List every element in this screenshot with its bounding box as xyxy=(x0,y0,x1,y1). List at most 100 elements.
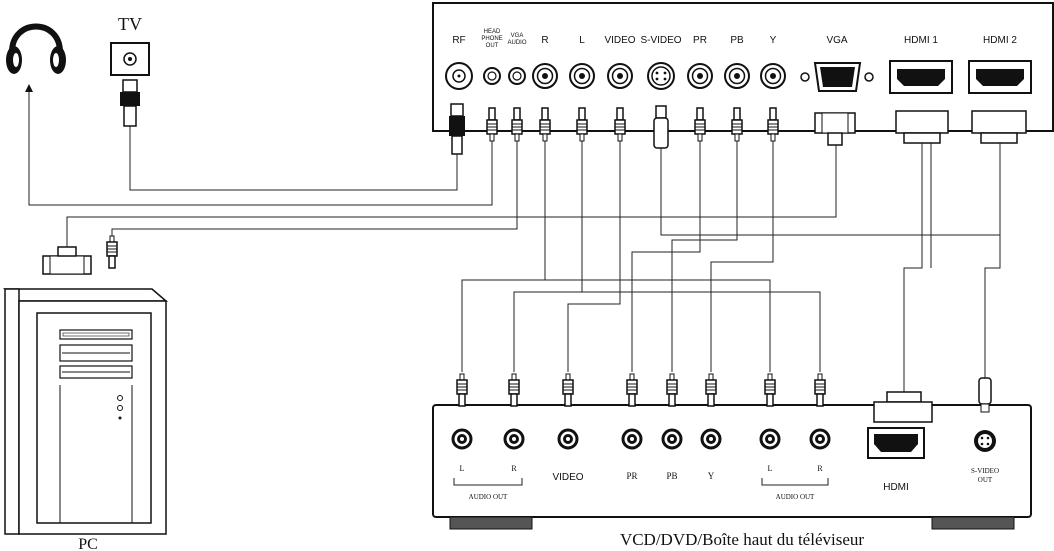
tv-plug-r xyxy=(539,107,551,142)
player-plug-pr xyxy=(626,373,638,407)
cable-y xyxy=(710,141,774,372)
tv-plug-vga xyxy=(814,112,856,146)
port-label-headphone-1: HEAD xyxy=(484,29,501,35)
tv-port-pr xyxy=(687,63,713,89)
cable-headphone xyxy=(28,87,493,206)
player-plug-r2 xyxy=(814,373,826,407)
tv-label: TV xyxy=(118,14,142,34)
cable-pb xyxy=(671,141,738,372)
cable-hdmi xyxy=(903,143,923,396)
vga-screw-right xyxy=(864,72,874,82)
tv-port-hdmi2 xyxy=(968,60,1032,94)
player-label-l: L xyxy=(460,464,465,473)
player-jack-video xyxy=(557,428,579,450)
player-plug-svideo xyxy=(978,377,992,413)
tv-port-headphone xyxy=(483,67,501,85)
audio-out-bracket-right xyxy=(761,478,829,486)
player-label-r: R xyxy=(511,464,517,473)
player-jack-l2 xyxy=(759,428,781,450)
cable-svideo-tv xyxy=(660,148,1000,236)
port-label-hdmi1: HDMI 1 xyxy=(904,35,938,46)
cable-pr xyxy=(631,141,701,372)
player-plug-l2 xyxy=(764,373,776,407)
port-label-svideo: S-VIDEO xyxy=(640,35,681,46)
player-label-svideo-1: S-VIDEO xyxy=(971,467,999,475)
tv-plug-hdmi2 xyxy=(971,110,1027,144)
audio-out-bracket-left xyxy=(453,478,523,486)
player-plug-y xyxy=(705,373,717,407)
tv-port-pb xyxy=(724,63,750,89)
tv-plug-video xyxy=(614,107,626,142)
tv-plug-y xyxy=(767,107,779,142)
player-label: VCD/DVD/Boîte haut du téléviseur xyxy=(620,530,864,549)
cable-rf xyxy=(129,126,458,191)
player-foot-left xyxy=(449,516,533,530)
tv-plug-rf xyxy=(449,103,465,155)
player-label-audio-out-right: AUDIO OUT xyxy=(776,493,815,501)
port-label-headphone-3: OUT xyxy=(486,43,499,49)
player-jack-pb xyxy=(661,428,683,450)
port-label-pr: PR xyxy=(693,35,707,46)
tv-plug-pb xyxy=(731,107,743,142)
port-label-vga: VGA xyxy=(826,35,847,46)
tv-plug-svideo xyxy=(653,105,669,149)
tv-antenna-plug xyxy=(120,79,140,127)
port-label-pb: PB xyxy=(730,35,744,46)
tv-plug-vga-audio xyxy=(511,107,523,142)
vga-screw-left xyxy=(800,72,810,82)
cable-vga-audio xyxy=(111,141,518,236)
port-label-l: L xyxy=(579,35,585,46)
port-label-headphone-2: PHONE xyxy=(481,36,502,42)
player-label-pr: PR xyxy=(626,471,637,481)
player-plug-video xyxy=(562,373,574,407)
tv-port-video xyxy=(607,63,633,89)
player-plug-l xyxy=(456,373,468,407)
player-port-svideo xyxy=(974,430,996,452)
player-label-l2: L xyxy=(768,464,773,473)
tv-port-l xyxy=(569,63,595,89)
tv-port-rf xyxy=(445,62,473,90)
player-jack-y xyxy=(700,428,722,450)
player-port-hdmi xyxy=(867,427,925,459)
player-plug-pb xyxy=(666,373,678,407)
player-foot-right xyxy=(931,516,1015,530)
cable-svideo xyxy=(984,143,1001,378)
tv-port-r xyxy=(532,63,558,89)
arrow-icon xyxy=(25,84,33,92)
tv-port-svideo xyxy=(647,62,675,90)
tv-plug-hdmi1 xyxy=(895,110,949,144)
tv-plug-l xyxy=(576,107,588,142)
cables xyxy=(25,84,1001,396)
port-label-r: R xyxy=(541,35,548,46)
tv-antenna-socket xyxy=(110,42,150,76)
tv-port-y xyxy=(760,63,786,89)
port-label-y: Y xyxy=(770,35,777,46)
tv-plug-pr xyxy=(694,107,706,142)
player-jack-r xyxy=(503,428,525,450)
player-label-pb: PB xyxy=(666,471,677,481)
headphone-icon xyxy=(6,23,66,74)
player-plug-r xyxy=(508,373,520,407)
port-label-rf: RF xyxy=(452,35,465,46)
cable-audio-r-right xyxy=(545,279,771,372)
port-label-video: VIDEO xyxy=(604,35,635,46)
player-label-hdmi: HDMI xyxy=(883,482,909,493)
cable-vga xyxy=(66,145,837,247)
cable-video xyxy=(567,141,621,372)
player-label-video: VIDEO xyxy=(552,472,583,483)
port-label-hdmi2: HDMI 2 xyxy=(983,35,1017,46)
tv-port-hdmi1 xyxy=(889,60,953,94)
tv-port-vga-audio xyxy=(508,67,526,85)
pc-tower xyxy=(2,288,169,535)
cable-audio-r-left xyxy=(461,141,546,372)
cable-audio-l-left xyxy=(513,141,583,372)
port-label-vga-audio-1: VGA xyxy=(511,33,524,39)
player-jack-pr xyxy=(621,428,643,450)
tv-port-vga xyxy=(813,62,862,92)
player-label-r2: R xyxy=(817,464,823,473)
player-back-panel xyxy=(432,404,1032,518)
player-label-audio-out-left: AUDIO OUT xyxy=(469,493,508,501)
pc-vga-plug xyxy=(42,246,92,275)
